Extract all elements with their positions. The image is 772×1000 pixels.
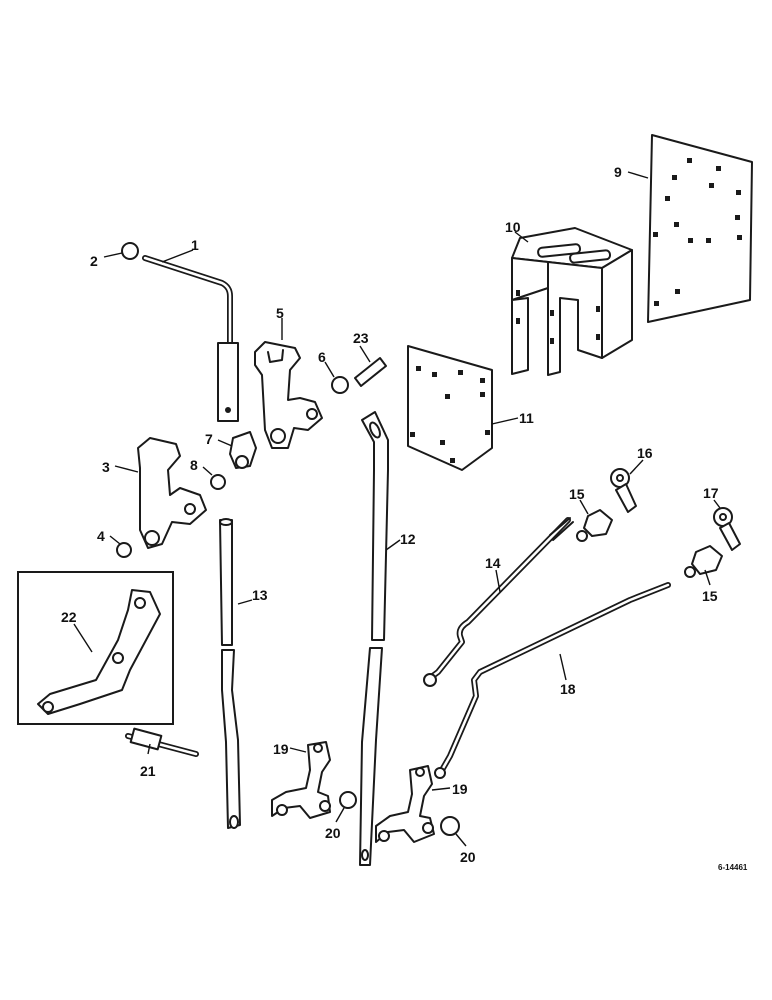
callout-15b: 15 (702, 588, 718, 604)
callout-11: 11 (519, 410, 534, 426)
callout-18: 18 (560, 681, 576, 697)
callout-13: 13 (252, 587, 268, 603)
leader-lines (73, 171, 721, 847)
callout-labels: 1 2 3 4 5 6 7 8 9 10 11 12 13 14 15 15 1… (61, 164, 748, 872)
callout-2: 2 (90, 253, 98, 269)
figure-reference-code: 6-14461 (718, 863, 748, 872)
part-14-rod (423, 517, 574, 687)
callout-8: 8 (190, 457, 198, 473)
part-7-clevis (229, 431, 257, 469)
part-3-bracket (137, 437, 207, 549)
callout-7: 7 (205, 431, 213, 447)
part-13-rod (219, 518, 241, 829)
part-15-clevis-b (684, 545, 723, 578)
callout-14: 14 (485, 555, 501, 571)
part-16-eye (610, 468, 637, 513)
callout-20a: 20 (325, 825, 341, 841)
part-2-knob (121, 242, 139, 260)
callout-19a: 19 (273, 741, 289, 757)
callout-15a: 15 (569, 486, 585, 502)
part-8-bushing (210, 474, 226, 490)
callout-22: 22 (61, 609, 77, 625)
part-21-shaft (125, 727, 199, 757)
callout-19b: 19 (452, 781, 468, 797)
part-20-bushing-a (339, 791, 357, 809)
part-19-bellcrank-a (271, 741, 331, 819)
callout-6: 6 (318, 349, 326, 365)
callout-16: 16 (637, 445, 653, 461)
callout-9: 9 (614, 164, 622, 180)
part-12-rod (359, 411, 389, 866)
part-5-bracket (254, 341, 323, 449)
callout-5: 5 (276, 305, 284, 321)
callout-23: 23 (353, 330, 369, 346)
part-19-bellcrank-b (375, 765, 435, 843)
callout-20b: 20 (460, 849, 476, 865)
part-10-box-bracket (511, 227, 633, 376)
callout-3: 3 (102, 459, 110, 475)
inset-box (17, 571, 174, 725)
part-9-plate (647, 134, 753, 323)
callout-1: 1 (191, 237, 199, 253)
part-22-arm (37, 589, 161, 715)
part-4-bushing (116, 542, 132, 558)
callout-21: 21 (140, 763, 156, 779)
part-18-rod (434, 582, 671, 779)
part-1-lever (142, 255, 239, 422)
callout-4: 4 (97, 528, 105, 544)
part-23-pin (354, 357, 387, 387)
part-6-bushing (331, 376, 349, 394)
callout-12: 12 (400, 531, 416, 547)
callout-17: 17 (703, 485, 719, 501)
part-17-eye (713, 507, 741, 551)
part-20-bushing-b (440, 816, 460, 836)
part-11-plate (407, 345, 493, 471)
callout-10: 10 (505, 219, 521, 235)
part-15-clevis-a (576, 509, 613, 542)
